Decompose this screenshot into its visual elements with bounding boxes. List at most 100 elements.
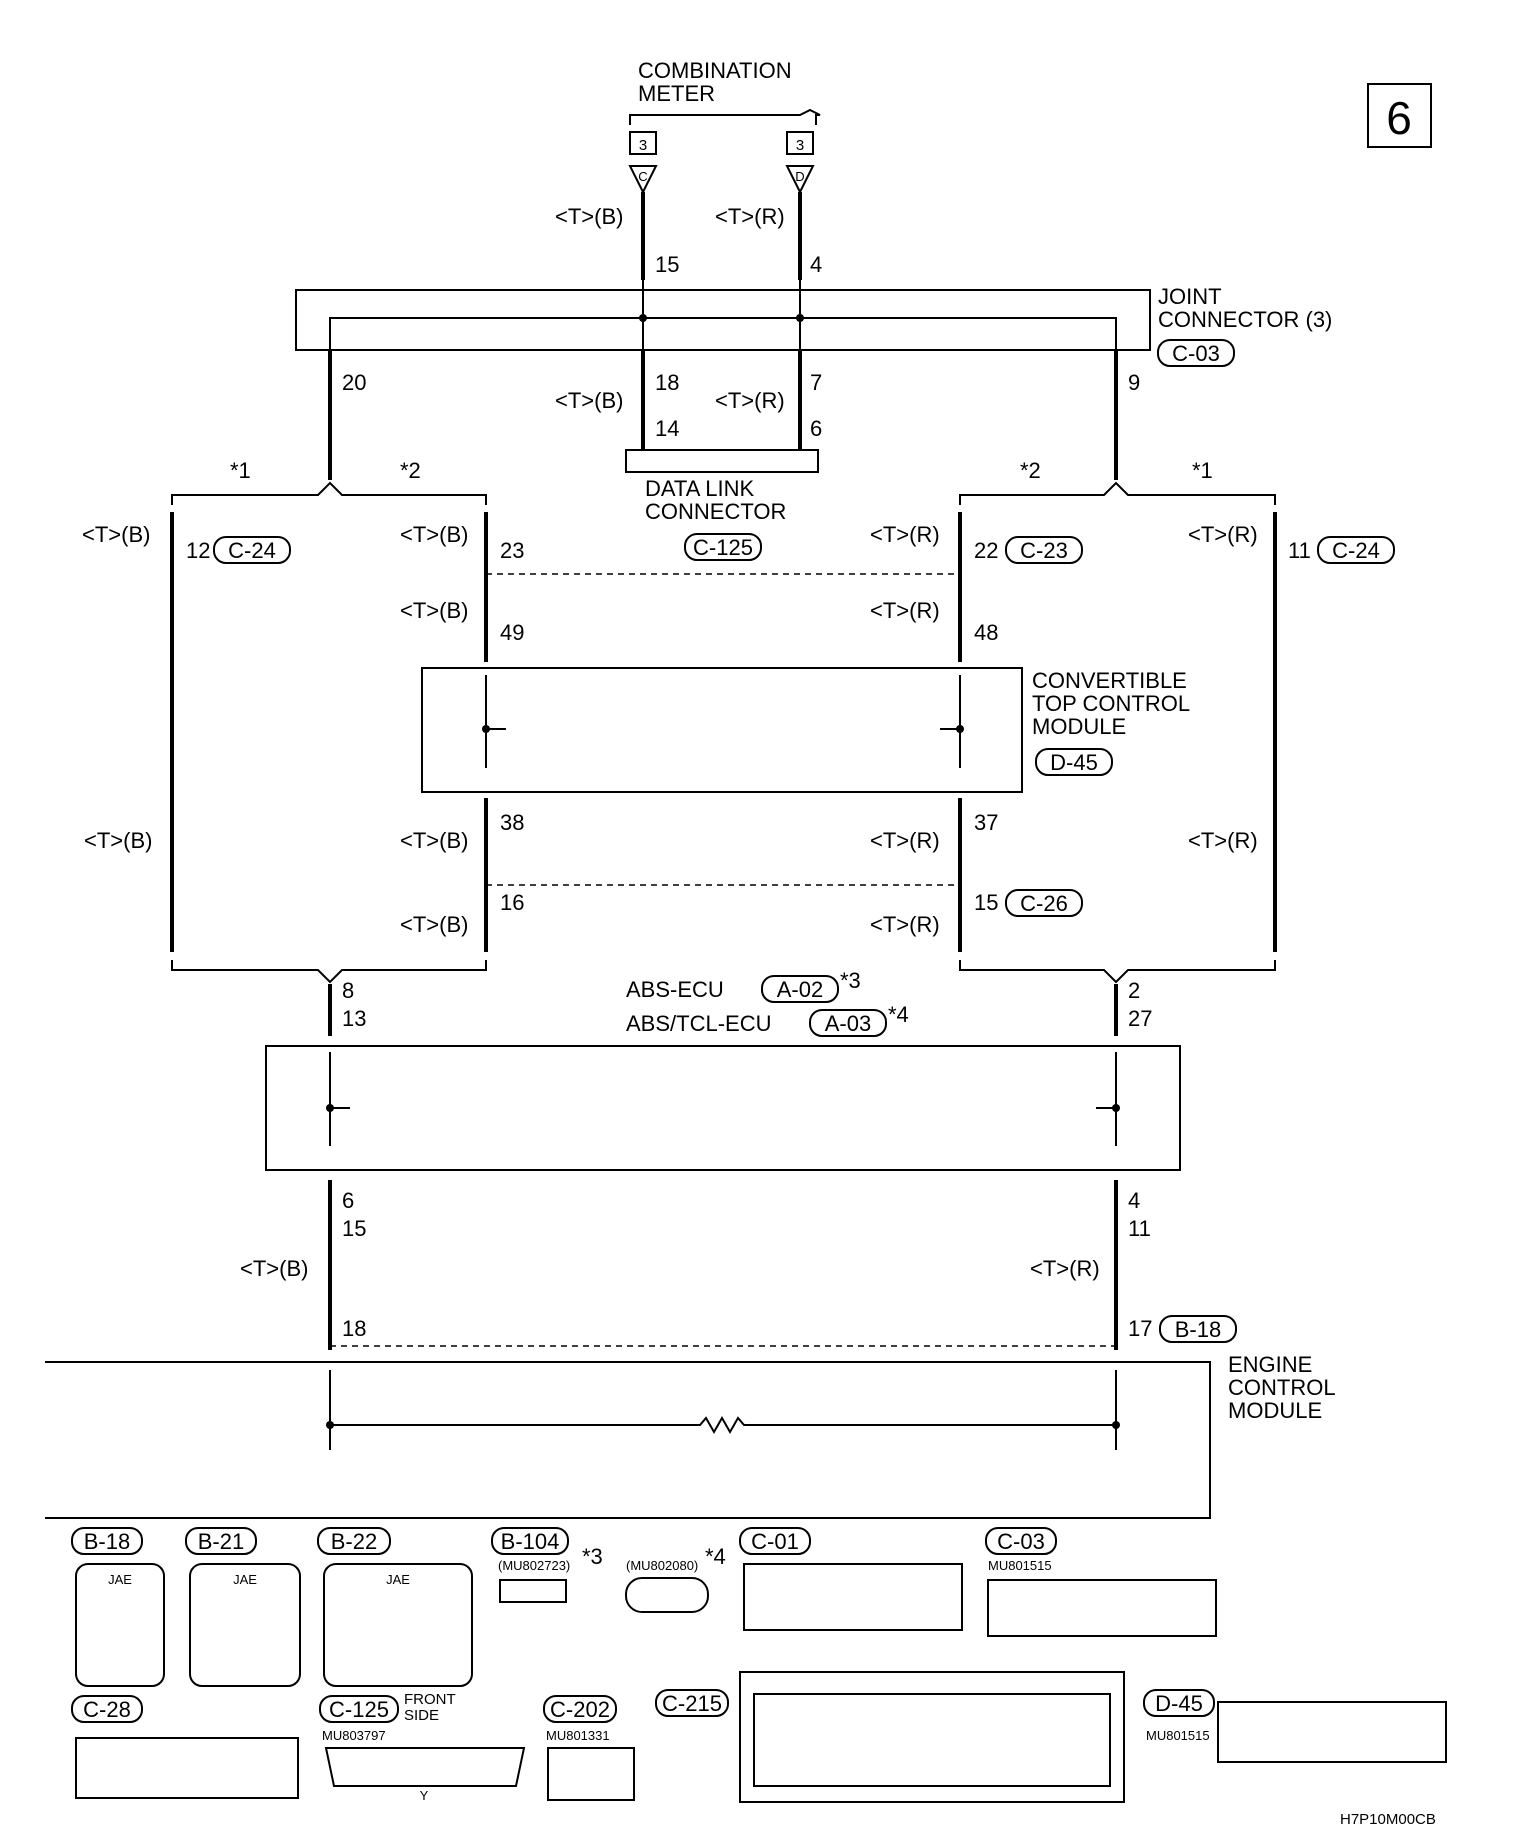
wire-label-16: <T>(B) (400, 912, 468, 937)
convertible-top-module-box (421, 667, 1023, 793)
meter-pin-d-num: 3 (796, 137, 804, 154)
legend-c202: C-202 MU801331 (543, 1695, 635, 1801)
svg-text:C-215: C-215 (662, 1691, 722, 1716)
pin-15-c26: 15 (974, 890, 998, 915)
wire-label-dlc-b: <T>(B) (555, 388, 623, 413)
tag-c26: C-26 (1005, 889, 1083, 917)
legend-d45: D-45 MU801515 (1143, 1689, 1447, 1763)
pin-7: 7 (810, 370, 822, 395)
legend-b22: B-22 JAE (317, 1527, 473, 1687)
svg-text:C-125: C-125 (329, 1697, 389, 1722)
wire-label-right-mid: <T>(R) (1188, 828, 1258, 853)
wire-label-c24-b: <T>(B) (82, 522, 150, 547)
svg-text:C-125: C-125 (693, 535, 753, 560)
svg-text:B-18: B-18 (1175, 1317, 1221, 1342)
tag-c24-left: C-24 (213, 536, 291, 564)
pin-abs-2: 2 (1128, 978, 1140, 1003)
wire-label-15: <T>(R) (870, 912, 940, 937)
pin-abs-6: 6 (342, 1188, 354, 1213)
tag-a03: A-03 (809, 1009, 887, 1037)
brace-lower-left (171, 960, 487, 984)
svg-text:*4: *4 (705, 1544, 726, 1569)
pin-abs-4: 4 (1128, 1188, 1140, 1213)
svg-text:(MU802723): (MU802723) (498, 1558, 570, 1573)
pin-37: 37 (974, 810, 998, 835)
svg-text:JAE: JAE (386, 1572, 410, 1587)
wire-label-meter-d: <T>(R) (715, 204, 785, 229)
wire-label-49: <T>(B) (400, 598, 468, 623)
svg-text:MU801331: MU801331 (546, 1728, 610, 1743)
wire-label-ecm-r: <T>(R) (1030, 1256, 1100, 1281)
pin-48: 48 (974, 620, 998, 645)
svg-text:A-03: A-03 (825, 1011, 871, 1036)
pin-ecm-18: 18 (342, 1316, 366, 1341)
svg-text:B-104: B-104 (501, 1529, 560, 1554)
pin-4-joint: 4 (810, 252, 822, 277)
svg-text:*3: *3 (582, 1544, 603, 1569)
svg-text:MU801515: MU801515 (988, 1558, 1052, 1573)
meter-pin-c-letter: C (638, 169, 647, 184)
brace-lower-right (959, 960, 1276, 984)
pin-abs-27: 27 (1128, 1006, 1152, 1031)
legend-b18: B-18 JAE (71, 1527, 165, 1687)
pin-abs-11: 11 (1128, 1216, 1151, 1241)
svg-text:C-01: C-01 (751, 1529, 799, 1554)
wire-label-22: <T>(R) (870, 522, 940, 547)
svg-text:B-21: B-21 (198, 1529, 244, 1554)
pin-16: 16 (500, 890, 524, 915)
meter-pin-d-connector (785, 165, 815, 195)
svg-text:(MU802080): (MU802080) (626, 1558, 698, 1573)
legend-c28: C-28 (71, 1695, 299, 1799)
note-1-right: *1 (1192, 458, 1213, 483)
pin-49: 49 (500, 620, 524, 645)
pin-18: 18 (655, 370, 679, 395)
data-link-connector-box (625, 449, 819, 473)
pin-abs-8: 8 (342, 978, 354, 1003)
wire-label-dlc-r: <T>(R) (715, 388, 785, 413)
note-3-a02: *3 (840, 968, 861, 993)
svg-text:C-03: C-03 (1172, 341, 1220, 366)
wire-label-23: <T>(B) (400, 522, 468, 547)
meter-pin-d-box (786, 131, 814, 155)
meter-pin-c-num: 3 (639, 137, 647, 154)
meter-brace (629, 108, 821, 125)
legend-b104: B-104 (MU802723) *3 (491, 1527, 603, 1603)
wire-label-ecm-b: <T>(B) (240, 1256, 308, 1281)
pin-20: 20 (342, 370, 366, 395)
svg-text:Y: Y (420, 1788, 429, 1803)
pin-9: 9 (1128, 370, 1140, 395)
meter-pin-d-letter: D (795, 169, 804, 184)
svg-text:D-45: D-45 (1155, 1691, 1203, 1716)
svg-text:D-45: D-45 (1050, 750, 1098, 775)
pin-ecm-17: 17 (1128, 1316, 1152, 1341)
wire-label-48: <T>(R) (870, 598, 940, 623)
pin-11: 11 (1288, 538, 1311, 563)
svg-text:C-23: C-23 (1020, 538, 1068, 563)
page-number: 6 (1386, 92, 1412, 144)
tag-c23: C-23 (1005, 536, 1083, 564)
tag-b18: B-18 (1159, 1315, 1237, 1343)
legend-c215: C-215 (655, 1671, 1125, 1803)
svg-text:C-28: C-28 (83, 1697, 131, 1722)
wire-label-37: <T>(R) (870, 828, 940, 853)
tag-d45: D-45 (1035, 748, 1113, 776)
abs-ecu-box (265, 1045, 1181, 1171)
wire-label-c24-r: <T>(R) (1188, 522, 1258, 547)
svg-text:MU803797: MU803797 (322, 1728, 386, 1743)
data-link-connector-tag: C-125 (684, 533, 762, 561)
note-4-a03: *4 (888, 1002, 909, 1027)
note-2-right: *2 (1020, 458, 1041, 483)
pin-abs-13: 13 (342, 1006, 366, 1031)
wire-label-left-mid: <T>(B) (84, 828, 152, 853)
brace-left (171, 481, 487, 505)
legend-b21: B-21 JAE (185, 1527, 301, 1687)
svg-text:C-202: C-202 (550, 1697, 610, 1722)
abs-ecu-label: ABS-ECU (626, 977, 724, 1002)
